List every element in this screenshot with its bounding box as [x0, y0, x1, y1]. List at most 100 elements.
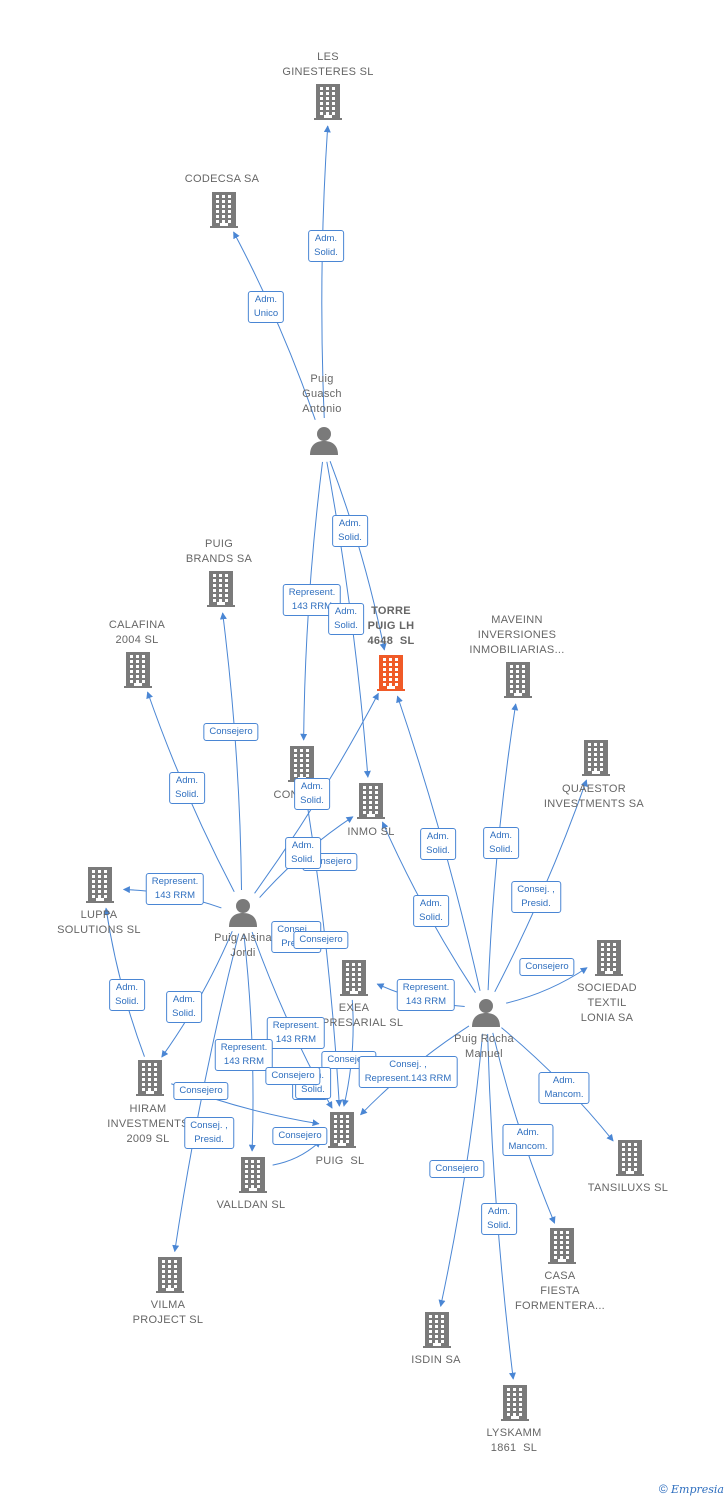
node-vilma[interactable] [156, 1257, 184, 1298]
copyright-symbol: © [658, 1482, 668, 1496]
person-icon [310, 427, 338, 455]
node-label-vilma[interactable]: VILMA PROJECT SL [132, 1299, 204, 1326]
edge-label-puig_rocha-casa_fiesta[interactable]: Adm. Mancom. [502, 1124, 554, 1156]
node-label-puig_brands[interactable]: PUIG BRANDS SA [185, 538, 253, 565]
edge-label-extra[interactable]: Adm. Solid. [285, 837, 321, 869]
edge-label-puig_guasch-les_ginesteres[interactable]: Adm. Solid. [308, 230, 344, 262]
node-label-isdin[interactable]: ISDIN SA [411, 1354, 461, 1366]
building-icon [328, 1112, 356, 1148]
node-casa_fiesta[interactable] [548, 1228, 576, 1269]
node-label-calafina[interactable]: CALAFINA 2004 SL [108, 619, 166, 646]
node-label-codecsa[interactable]: CODECSA SA [184, 173, 260, 185]
node-valldan[interactable] [239, 1157, 267, 1198]
edge-label-puig_rocha-lyskamm[interactable]: Adm. Solid. [481, 1203, 517, 1235]
edge-label-puig_alsina-puig_sl[interactable]: Represent. 143 RRM [266, 1017, 326, 1049]
edge-label-puig_rocha-exea[interactable]: Represent. 143 RRM [396, 979, 456, 1011]
node-label-puig_alsina[interactable]: Puig Alsina Jordi [214, 932, 272, 959]
edge-label-puig_alsina-luppa[interactable]: Represent. 143 RRM [145, 873, 205, 905]
building-icon [314, 84, 342, 120]
edge-label-puig_rocha-torre_puig[interactable]: Adm. Solid. [420, 828, 456, 860]
node-label-quaestor[interactable]: QUAESTOR INVESTMENTS SA [543, 783, 645, 810]
edge-label-puig_guasch-codecsa[interactable]: Adm. Unico [247, 291, 285, 323]
node-cons_sl[interactable] [288, 746, 316, 787]
building-icon [86, 867, 114, 903]
node-exea[interactable] [340, 960, 368, 1001]
node-label-luppa[interactable]: LUPPA SOLUTIONS SL [57, 909, 141, 936]
edge-label-puig_guasch-torre_puig[interactable]: Adm. Solid. [332, 515, 368, 547]
node-codecsa[interactable] [210, 192, 238, 233]
node-label-sociedad_textil[interactable]: SOCIEDAD TEXTIL LONIA SA [577, 982, 637, 1024]
node-lyskamm[interactable] [501, 1385, 529, 1426]
node-puig_guasch[interactable] [309, 425, 339, 460]
edge-label-puig_alsina-vilma[interactable]: Consejero [173, 1082, 229, 1100]
building-icon [616, 1140, 644, 1176]
node-les_ginesteres[interactable] [314, 84, 342, 125]
node-label-maveinn[interactable]: MAVEINN INVERSIONES INMOBILIARIAS... [469, 614, 565, 656]
edge-label-valldan-puig_sl[interactable]: Consejero [272, 1127, 328, 1145]
node-isdin[interactable] [423, 1312, 451, 1353]
edge-label-puig_rocha-quaestor[interactable]: Consej. , Presid. [511, 881, 561, 913]
edge-label-puig_alsina-puig_brands[interactable]: Consejero [203, 723, 259, 741]
node-puig_brands[interactable] [207, 571, 235, 612]
node-puig_alsina[interactable] [228, 897, 258, 932]
node-label-torre_puig[interactable]: TORRE PUIG LH 4648 SL [367, 605, 415, 647]
building-icon [207, 571, 235, 607]
node-sociedad_textil[interactable] [595, 940, 623, 981]
edge-puig_guasch-torre_puig [329, 460, 387, 651]
node-label-valldan[interactable]: VALLDAN SL [216, 1199, 286, 1211]
edge-puig_rocha-sociedad_textil [506, 967, 588, 1004]
node-puig_sl[interactable] [328, 1112, 356, 1153]
building-icon [136, 1060, 164, 1096]
edge-label-puig_alsina-valldan[interactable]: Represent. 143 RRM [214, 1039, 274, 1071]
edge-label-puig_alsina-torre_puig[interactable]: Adm. Solid. [294, 778, 330, 810]
edge-label-puig_guasch-inmo_sl[interactable]: Adm. Solid. [328, 603, 364, 635]
node-label-casa_fiesta[interactable]: CASA FIESTA FORMENTERA... [514, 1270, 606, 1312]
edge-label-puig_rocha-maveinn[interactable]: Adm. Solid. [483, 827, 519, 859]
brand-logo[interactable]: Empresia [671, 1483, 724, 1496]
node-label-tansiluxs[interactable]: TANSILUXS SL [587, 1182, 669, 1194]
edge-label-hiram-puig_sl[interactable]: Consej. , Presid. [184, 1117, 234, 1149]
node-calafina[interactable] [124, 652, 152, 693]
edge-label-puig_rocha-tansiluxs[interactable]: Adm. Mancom. [538, 1072, 590, 1104]
copyright-notice: © Empresia [659, 1482, 724, 1496]
node-label-puig_rocha[interactable]: Puig Rocha Manuel [454, 1033, 514, 1060]
building-icon [210, 192, 238, 228]
edge-label-puig_rocha-inmo_sl[interactable]: Adm. Solid. [413, 895, 449, 927]
edge-label-puig_alsina-hiram[interactable]: Adm. Solid. [166, 991, 202, 1023]
node-quaestor[interactable] [582, 740, 610, 781]
building-icon [504, 662, 532, 698]
person-icon [472, 999, 500, 1027]
building-icon [423, 1312, 451, 1348]
node-puig_rocha[interactable] [471, 997, 501, 1032]
edge-puig_guasch-les_ginesteres [321, 125, 331, 419]
node-hiram[interactable] [136, 1060, 164, 1101]
building-icon [124, 652, 152, 688]
edge-label-hiram-luppa[interactable]: Adm. Solid. [109, 979, 145, 1011]
building-icon [156, 1257, 184, 1293]
building-icon [501, 1385, 529, 1421]
building-icon [239, 1157, 267, 1193]
edge-label-puig_rocha-isdin[interactable]: Consejero [429, 1160, 485, 1178]
node-torre_puig[interactable] [377, 655, 405, 696]
building-icon [288, 746, 316, 782]
node-label-puig_guasch[interactable]: Puig Guasch Antonio [302, 373, 342, 415]
node-label-inmo_sl[interactable]: INMO SL [347, 826, 395, 838]
node-maveinn[interactable] [504, 662, 532, 703]
node-label-les_ginesteres[interactable]: LES GINESTERES SL [282, 51, 374, 78]
node-tansiluxs[interactable] [616, 1140, 644, 1181]
edge-label-puig_alsina-calafina[interactable]: Adm. Solid. [169, 772, 205, 804]
node-inmo_sl[interactable] [357, 783, 385, 824]
node-label-exea[interactable]: EXEA EMPRESARIAL SL [304, 1002, 404, 1029]
node-label-lyskamm[interactable]: LYSKAMM 1861 SL [486, 1427, 542, 1454]
edge-label-extra[interactable]: Consejero [265, 1067, 321, 1085]
building-icon [357, 783, 385, 819]
edge-label-extra[interactable]: Consejero [293, 931, 349, 949]
node-luppa[interactable] [86, 867, 114, 908]
node-label-puig_sl[interactable]: PUIG SL [315, 1155, 365, 1167]
edge-label-puig_rocha-puig_sl[interactable]: Consej. , Represent.143 RRM [358, 1056, 458, 1088]
node-label-hiram[interactable]: HIRAM INVESTMENTS 2009 SL [107, 1103, 189, 1145]
edge-label-puig_rocha-sociedad_textil[interactable]: Consejero [519, 958, 575, 976]
building-icon [595, 940, 623, 976]
